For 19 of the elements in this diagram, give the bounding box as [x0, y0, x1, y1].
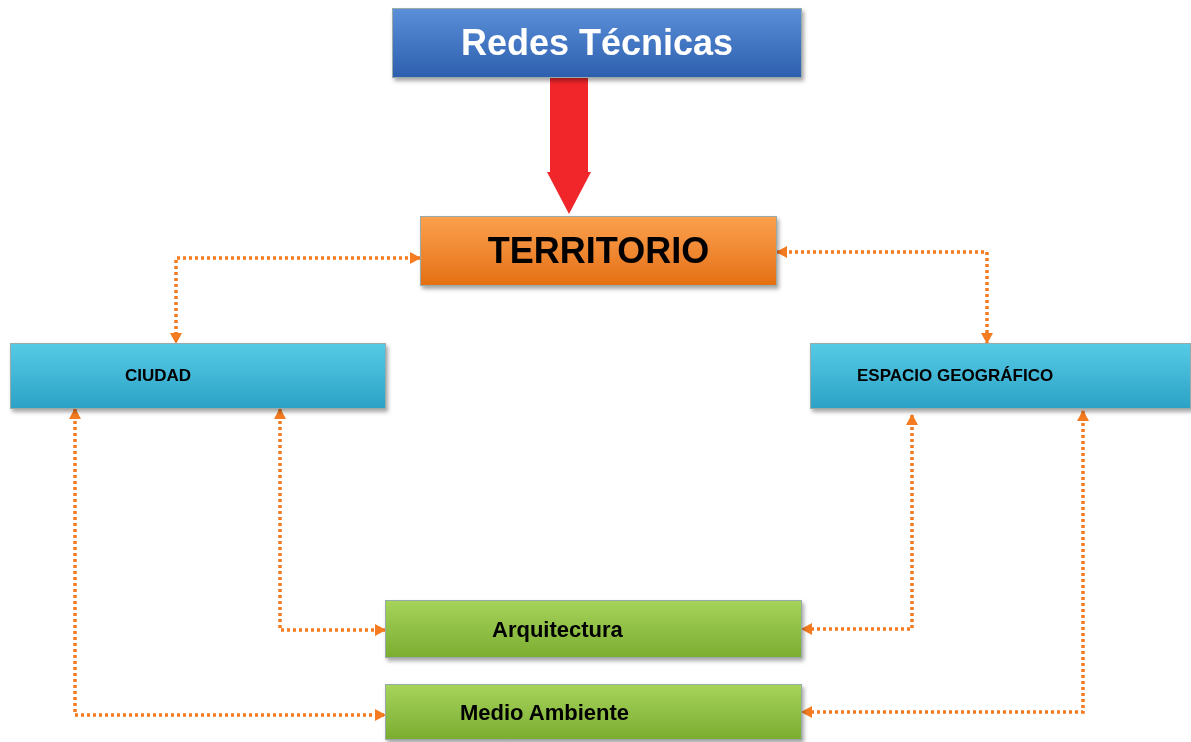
dotted-arrow [776, 246, 993, 344]
box-label: Medio Ambiente [460, 698, 630, 727]
title-box [392, 8, 802, 78]
main-box [420, 216, 777, 286]
dotted-arrow [69, 408, 386, 721]
dotted-arrow [801, 410, 1089, 718]
block-arrow [547, 78, 591, 214]
dotted-arrow [170, 252, 421, 344]
process-box [385, 684, 802, 740]
process-box [10, 343, 386, 409]
box-label: TERRITORIO [487, 229, 710, 273]
box-label: ESPACIO GEOGRÁFICO [857, 365, 1054, 388]
dotted-arrow [801, 414, 918, 635]
dotted-arrow [274, 408, 386, 636]
box-label: CIUDAD [125, 365, 192, 388]
process-box [810, 343, 1191, 409]
box-label: Redes Técnicas [460, 21, 734, 65]
box-label: Arquitectura [492, 615, 623, 644]
process-box [385, 600, 802, 658]
